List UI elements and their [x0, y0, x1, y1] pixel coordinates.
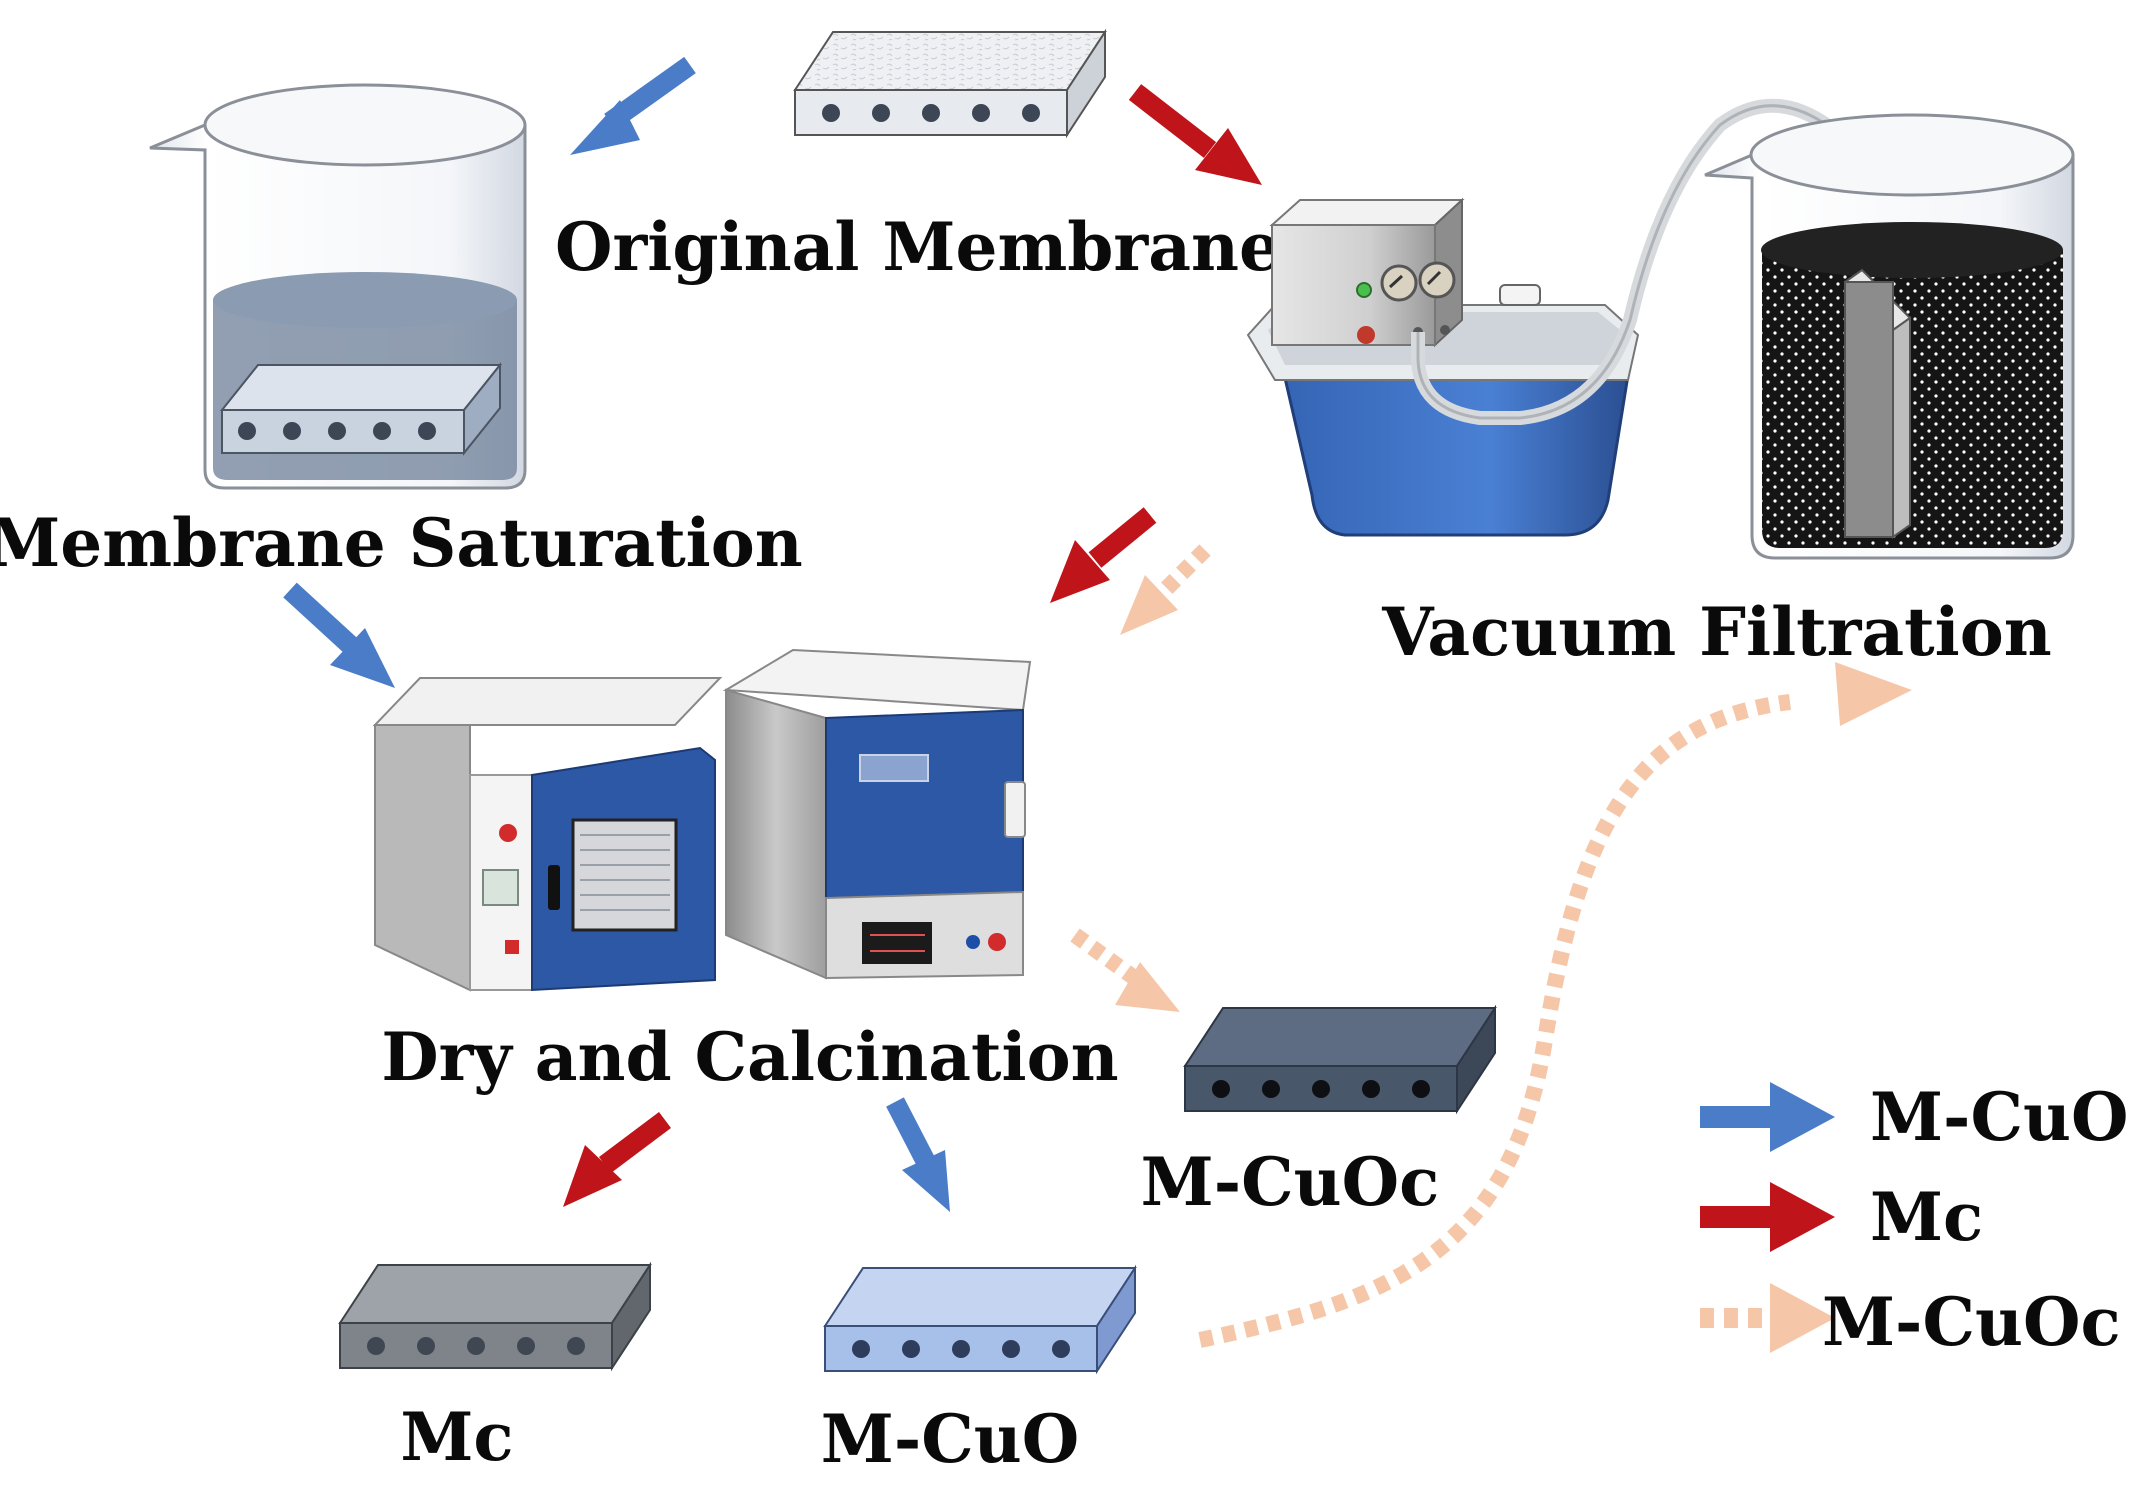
legend-label-m-cuoc: M-CuOc [1822, 1283, 2121, 1361]
saturated-membrane [219, 362, 503, 456]
label-original-membrane: Original Membrane [555, 208, 1281, 286]
muffle-furnace-icon [722, 648, 1032, 980]
drying-oven-icon [372, 677, 723, 992]
dotted-curve-to-vacuum [1198, 662, 1912, 1348]
legend-label-m-cuo: M-CuO [1870, 1078, 2128, 1156]
legend-item-mc: Mc [1700, 1178, 1983, 1256]
vacuum-pump-icon [1246, 98, 1887, 537]
label-mc: Mc [400, 1398, 513, 1476]
original-membrane [793, 28, 1107, 139]
filtration-membrane [1843, 268, 1912, 539]
label-m-cuoc: M-CuOc [1141, 1143, 1440, 1221]
label-vacuum-filtration: Vacuum Filtration [1381, 593, 2051, 671]
blue-arrow-to-saturation [570, 56, 696, 155]
m-cuo-membrane [823, 1264, 1137, 1375]
blue-arrow-to-oven [283, 582, 395, 688]
legend: M-CuO Mc M-CuOc [1700, 1078, 2128, 1361]
filtration-beaker [1704, 113, 2075, 560]
dotted-arrow-to-oven [1120, 544, 1211, 635]
blue-arrow-to-m-cuo [886, 1097, 950, 1212]
saturation-beaker [149, 83, 527, 490]
legend-item-m-cuoc: M-CuOc [1700, 1283, 2121, 1361]
m-cuoc-membrane [1183, 1004, 1497, 1115]
red-arrow-to-mc [563, 1112, 671, 1207]
route-arrows [283, 56, 1912, 1348]
label-membrane-saturation: Membrane Saturation [0, 504, 803, 582]
red-arrow-to-oven [1050, 507, 1157, 603]
label-m-cuo: M-CuO [821, 1400, 1079, 1478]
legend-label-mc: Mc [1870, 1178, 1983, 1256]
mc-membrane [338, 1261, 652, 1372]
red-arrow-to-vacuum [1128, 84, 1262, 185]
label-dry-and-calcination: Dry and Calcination [381, 1018, 1118, 1096]
dotted-arrow-to-m-cuoc [1070, 928, 1180, 1012]
pump-gauges [1380, 261, 1456, 302]
legend-item-m-cuo: M-CuO [1700, 1078, 2128, 1156]
